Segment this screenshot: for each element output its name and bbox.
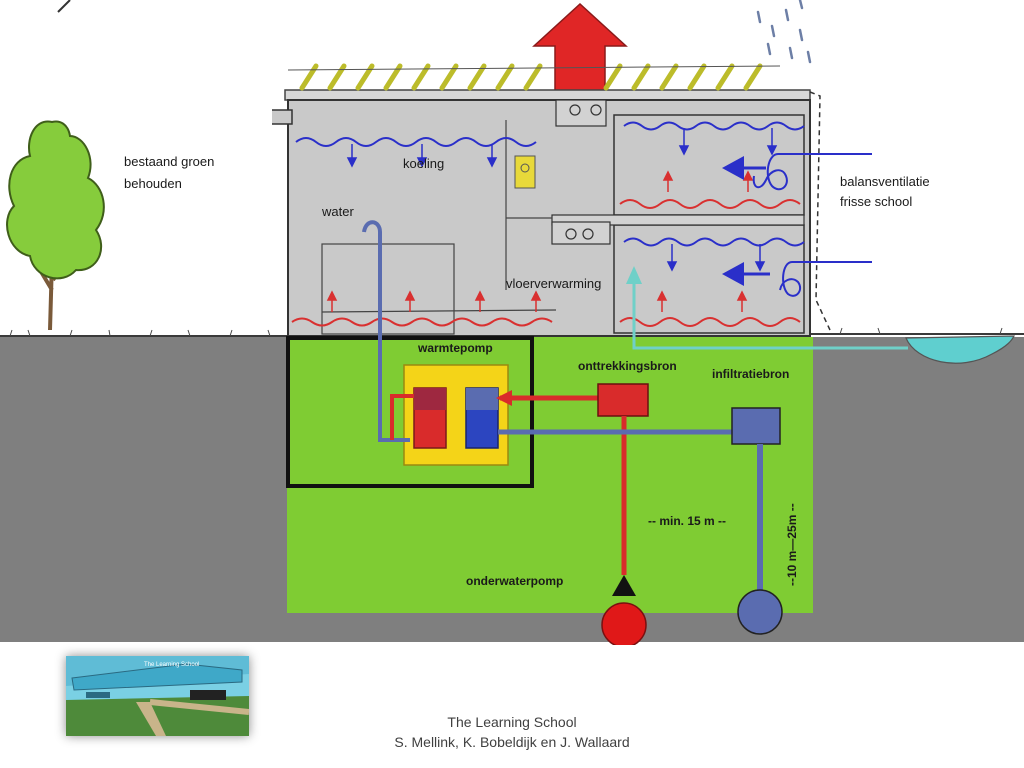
tree-icon xyxy=(6,120,105,331)
geothermal-school-diagram: bestaand groen behouden koeling water vl… xyxy=(0,0,1024,645)
thumbnail-label: The Learning School xyxy=(144,662,199,668)
infiltration-well xyxy=(737,589,783,635)
caption-authors: S. Mellink, K. Bobeldijk en J. Wallaard xyxy=(394,734,630,750)
extraction-source-unit xyxy=(597,383,649,417)
school-thumbnail-image: The Learning School xyxy=(66,656,249,736)
label-extraction-source: onttrekkingsbron xyxy=(578,359,677,373)
ventilation-arrow-upper xyxy=(722,156,744,180)
infiltration-source-unit xyxy=(731,407,781,445)
solar-panels xyxy=(299,63,763,91)
label-heat-pump: warmtepomp xyxy=(417,341,493,355)
label-infiltration-source: infiltratiebron xyxy=(712,367,789,381)
label-submersible-pump: onderwaterpomp xyxy=(466,574,563,588)
label-distance: -- min. 15 m -- xyxy=(648,514,726,528)
extraction-well xyxy=(601,602,647,645)
hot-air-exhaust-arrow xyxy=(532,2,628,93)
pond xyxy=(905,335,1015,364)
label-floor-heating: vloerverwarming xyxy=(506,276,601,291)
ventilation-air-flow xyxy=(752,153,872,297)
soil-block xyxy=(287,337,813,613)
ventilation-arrow-lower xyxy=(722,262,744,286)
tree-note-line2: behouden xyxy=(124,176,182,191)
label-ventilation-line2: frisse school xyxy=(840,194,912,209)
heat-rise-arrows xyxy=(326,170,754,312)
sky-sketch-line xyxy=(57,0,71,13)
floor-heating-waves xyxy=(291,199,801,327)
label-depth: --10 m—25m -- xyxy=(785,503,799,586)
cooling-drop-arrows xyxy=(346,128,778,272)
label-water: water xyxy=(321,204,354,219)
tree-note-line1: bestaand groen xyxy=(124,154,214,169)
rain-drops xyxy=(756,0,812,64)
caption-title: The Learning School xyxy=(447,714,577,730)
water-pipe xyxy=(362,220,410,442)
label-cooling: koeling xyxy=(403,156,444,171)
cooling-waves xyxy=(295,121,805,247)
pump-icon xyxy=(612,575,636,596)
roof xyxy=(284,89,811,101)
slide-caption: The Learning School S. Mellink, K. Bobel… xyxy=(0,712,1024,752)
fresh-air-line xyxy=(632,274,908,350)
label-ventilation-line1: balansventilatie xyxy=(840,174,930,189)
heat-pump-room xyxy=(286,336,534,488)
